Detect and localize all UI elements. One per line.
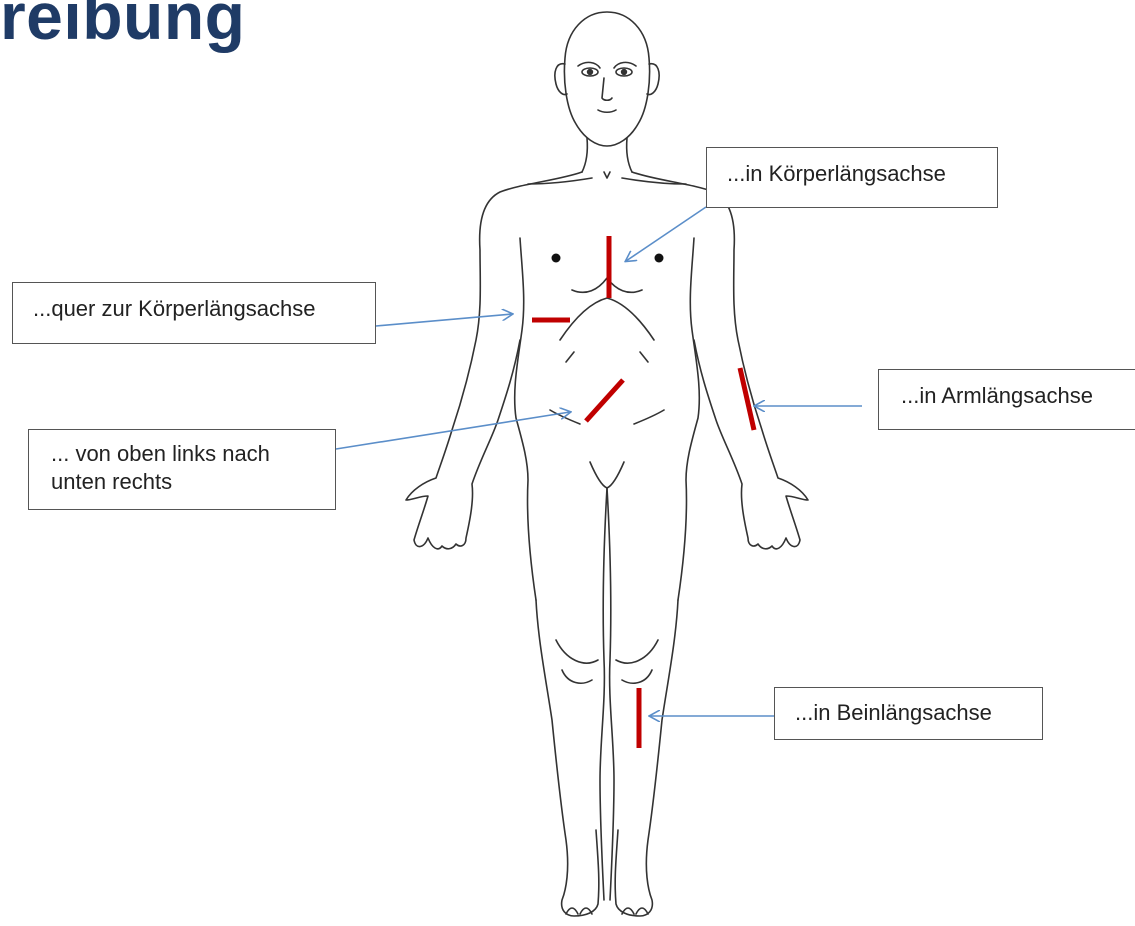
nipple-left [552, 254, 561, 263]
left-arm-outline [406, 172, 582, 549]
arrow-transverse [376, 314, 512, 326]
label-transverse: ...quer zur Körperlängsachse [12, 282, 376, 344]
arrow-longitudinal [626, 207, 706, 261]
right-arm-outline [632, 172, 808, 549]
label-diagonal-line1: ... von oben links nach [51, 440, 335, 468]
head-outline [564, 12, 649, 146]
label-transverse-text: ...quer zur Körperlängsachse [33, 295, 375, 323]
nipple-right [655, 254, 664, 263]
label-longitudinal-text: ...in Körperlängsachse [727, 160, 997, 188]
label-arm-axis-text: ...in Armlängsachse [901, 382, 1135, 410]
label-arm-axis: ...in Armlängsachse [878, 369, 1135, 430]
arrow-diagonal [336, 412, 570, 449]
label-leg-axis: ...in Beinlängsachse [774, 687, 1043, 740]
right-leg-outline [615, 600, 678, 916]
label-diagonal: ... von oben links nach unten rechts [28, 429, 336, 510]
label-longitudinal: ...in Körperlängsachse [706, 147, 998, 208]
torso-right [678, 238, 699, 600]
incision-diagonal [586, 380, 623, 421]
left-leg-outline [536, 600, 599, 916]
label-leg-axis-text: ...in Beinlängsachse [795, 699, 1042, 727]
label-diagonal-line2: unten rechts [51, 468, 335, 496]
